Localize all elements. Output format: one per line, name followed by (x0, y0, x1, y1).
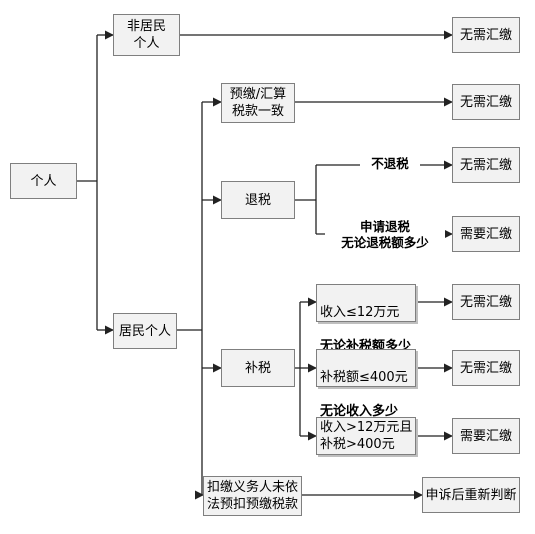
refund-node: 退税 (221, 181, 295, 219)
apply-refund-label: 申请退税 无论退税额多少 (325, 219, 445, 251)
nonresident-node: 非居民 个人 (113, 14, 180, 56)
condition-income-le-12w-line1: 收入≤12万元 (320, 305, 400, 320)
no-refund-label: 不退税 (360, 156, 420, 172)
result-income-le-12w: 无需汇缴 (452, 284, 520, 320)
result-apply-refund: 需要汇缴 (452, 216, 520, 252)
result-tax-le-400: 无需汇缴 (452, 350, 520, 386)
condition-tax-le-400-line1: 补税额≤400元 (320, 370, 408, 385)
resident-node: 居民个人 (113, 313, 177, 349)
result-no-refund: 无需汇缴 (452, 147, 520, 183)
consistent-node: 预缴/汇算 税款一致 (221, 83, 295, 123)
withholding-node: 扣缴义务人未依 法预扣预缴税款 (203, 476, 302, 516)
condition-tax-le-400: 补税额≤400元 无论收入多少 (316, 349, 416, 419)
result-withholding: 申诉后重新判断 (422, 477, 520, 513)
condition-income-gt-12w: 收入>12万元且 补税>400元 (316, 417, 416, 455)
supplement-node: 补税 (221, 349, 295, 387)
root-node: 个人 (10, 163, 77, 199)
result-nonresident: 无需汇缴 (452, 17, 520, 53)
result-income-gt-12w: 需要汇缴 (452, 418, 520, 454)
condition-tax-le-400-line2: 无论收入多少 (320, 404, 399, 419)
condition-income-le-12w: 收入≤12万元 无论补税额多少 (316, 284, 416, 354)
result-consistent: 无需汇缴 (452, 84, 520, 120)
